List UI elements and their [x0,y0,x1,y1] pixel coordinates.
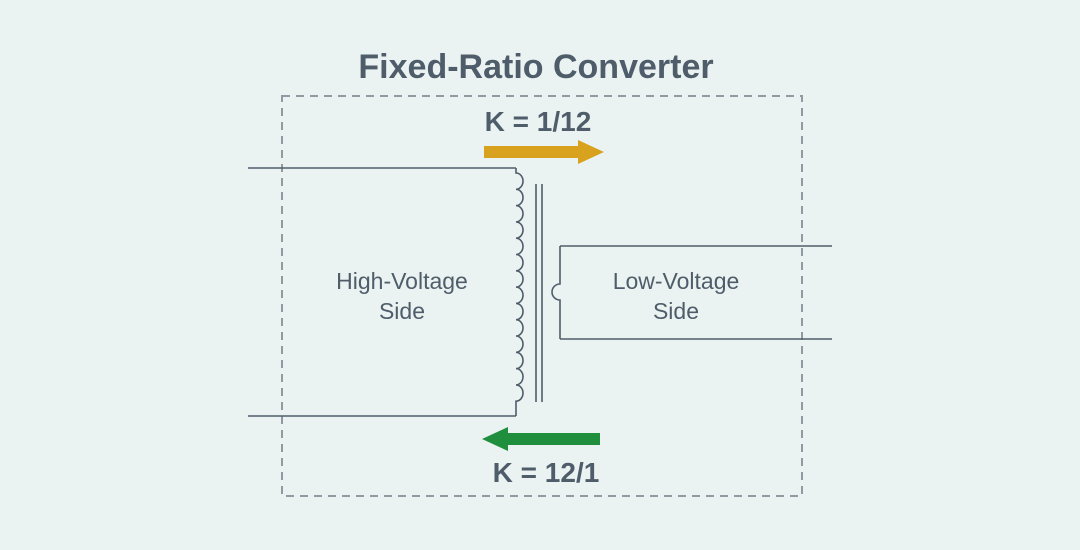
primary-winding [515,168,524,416]
reverse-arrow [482,427,600,451]
transformer-core [535,184,543,402]
high-voltage-label-line1: High-Voltage [336,268,468,294]
reverse-ratio-label: K = 12/1 [493,457,600,488]
low-voltage-wiring [560,245,832,340]
converter-boundary [281,95,803,497]
high-voltage-side-label: High-Voltage Side [336,268,468,324]
low-voltage-label-line1: Low-Voltage [613,268,740,294]
low-voltage-label-line2: Side [653,298,699,324]
secondary-winding [551,246,561,339]
low-voltage-side-label: Low-Voltage Side [613,268,740,324]
high-voltage-label-line2: Side [379,298,425,324]
forward-ratio-label: K = 1/12 [485,106,592,137]
high-voltage-wiring [248,167,516,417]
diagram-title: Fixed-Ratio Converter [358,48,713,86]
forward-arrow [484,140,604,164]
